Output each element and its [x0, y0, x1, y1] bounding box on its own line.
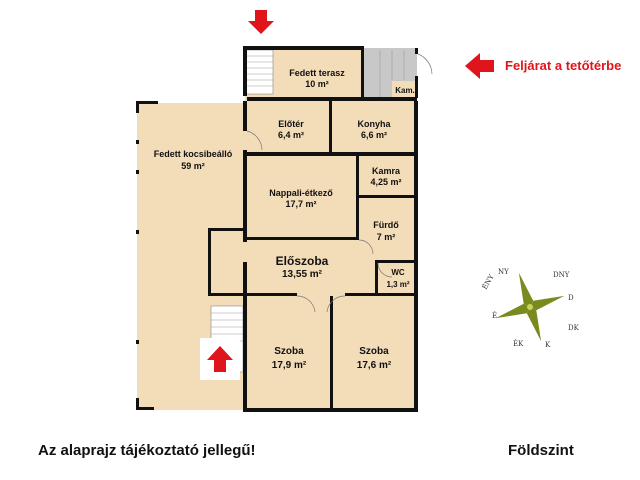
level-label: Földszint — [508, 442, 574, 459]
side-nook-floor — [210, 230, 245, 297]
arrow-attic-access — [456, 46, 498, 86]
compass-label-ny: NY — [498, 268, 509, 276]
attic-access-label: Feljárat a tetőtérbe — [505, 58, 622, 73]
arrow-entry-top — [241, 1, 282, 41]
room-anteroom-name: Előszoba — [276, 254, 329, 268]
compass-label-dny: DNY — [553, 271, 570, 279]
stairs-attic — [379, 50, 405, 98]
room-covered-terrace-name: Fedett terasz — [289, 68, 345, 78]
room-bathroom-area: 7 m² — [377, 232, 396, 242]
room-kitchen-area: 6,6 m² — [361, 130, 387, 140]
compass-label-d: D — [568, 294, 574, 302]
room-pantry-area: 4,25 m² — [370, 177, 401, 187]
room-bedroom-right-name: Szoba — [359, 346, 389, 357]
stairs-top — [244, 49, 274, 95]
room-kitchen-name: Konyha — [357, 119, 391, 129]
arrow-entry-bottom — [200, 338, 240, 380]
room-hall-area: 6,4 m² — [278, 130, 304, 140]
kam-floor — [392, 81, 417, 99]
disclaimer-note: Az alaprajz tájékoztató jellegű! — [38, 442, 256, 459]
compass-label-e: É — [492, 311, 497, 320]
compass-label-k: K — [545, 341, 551, 349]
room-bedroom-left-area: 17,9 m² — [272, 360, 307, 371]
compass-rose: NY ÉNY É ÉK K DK D DNY — [478, 262, 588, 352]
room-wc-name: WC — [391, 268, 405, 277]
room-bedroom-left-name: Szoba — [274, 346, 304, 357]
walls — [136, 46, 418, 412]
room-living-dining-name: Nappali-étkező — [269, 188, 333, 198]
room-pantry-small-name: Kam. — [395, 86, 415, 95]
room-pantry-name: Kamra — [372, 166, 401, 176]
room-anteroom-area: 13,55 m² — [282, 269, 323, 280]
room-bathroom-name: Fürdő — [373, 220, 399, 230]
room-carport-name: Fedett kocsibeálló — [154, 149, 233, 159]
compass-label-ek: ÉK — [513, 339, 524, 348]
compass-label-dk: DK — [568, 324, 580, 332]
room-carport-area: 59 m² — [181, 161, 205, 171]
room-covered-terrace-area: 10 m² — [305, 79, 329, 89]
doors — [246, 53, 433, 313]
room-wc-area: 1,3 m² — [386, 280, 409, 289]
room-bedroom-right-area: 17,6 m² — [357, 360, 392, 371]
room-living-dining-area: 17,7 m² — [285, 199, 316, 209]
room-hall-name: Előtér — [278, 119, 304, 129]
room-labels: Fedett terasz 10 m² Kam. Előtér 6,4 m² K… — [154, 68, 415, 371]
